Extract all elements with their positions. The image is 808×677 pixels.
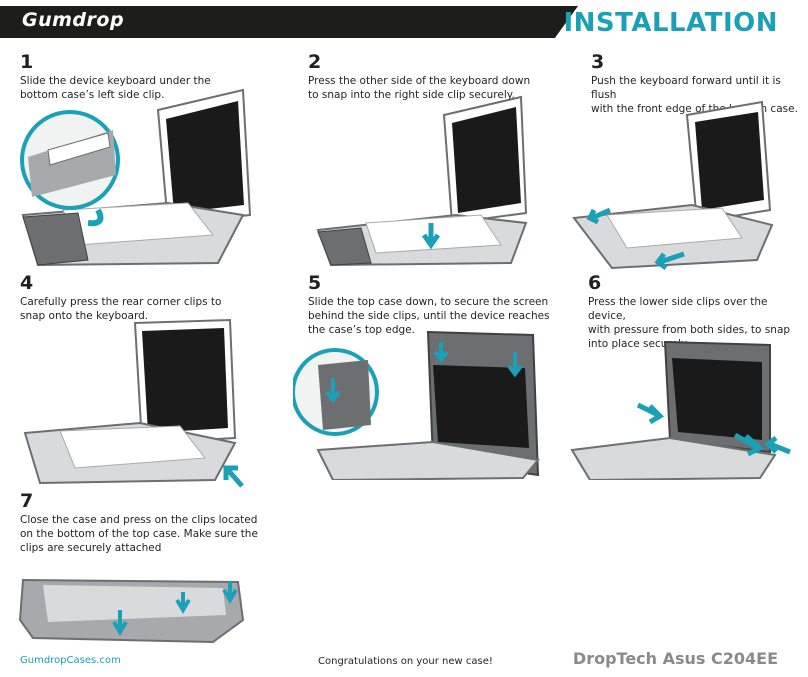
arrow-down-icon [421, 223, 441, 250]
step-instruction: Carefully press the rear corner clips to… [20, 296, 222, 322]
step-number: 2 [308, 51, 322, 73]
laptop-screen [142, 328, 228, 433]
page-title: INSTALLATION [563, 8, 778, 38]
step-4: 4 Carefully press the rear corner clips … [20, 273, 221, 323]
step-2-illustration [316, 95, 528, 267]
zoom-keyboard [47, 132, 111, 166]
arrow-right-icon [636, 402, 665, 425]
step-instruction: Slide the device keyboard under the bott… [20, 75, 211, 101]
step-instruction: Slide the top case down, to secure the s… [308, 296, 550, 336]
arrow-down-icon [433, 342, 449, 364]
laptop-screen [695, 112, 764, 210]
case-clip [317, 227, 372, 266]
laptop-screen [166, 101, 244, 213]
step-number: 6 [588, 272, 602, 294]
case-top [43, 585, 226, 622]
step-7: 7 Close the case and press on the clips … [20, 491, 258, 555]
header-bar [0, 6, 578, 38]
brand-logo: Gumdrop [22, 9, 125, 31]
laptop-base [316, 440, 540, 480]
zoom-case [318, 360, 371, 430]
arrow-left-icon [586, 207, 612, 225]
step-1: 1 Slide the device keyboard under the bo… [20, 52, 211, 102]
step-3-illustration [572, 100, 774, 270]
step-6: 6 Press the lower side clips over the de… [588, 273, 808, 351]
arrow-down-icon [175, 592, 191, 614]
laptop-screen [672, 358, 762, 440]
step-number: 1 [20, 51, 34, 73]
step-number: 3 [591, 51, 605, 73]
step-6-illustration [570, 340, 791, 480]
step-instruction: Press the other side of the keyboard dow… [308, 75, 531, 101]
step-7-illustration [18, 578, 245, 644]
step-number: 7 [20, 490, 34, 512]
arrow-icon [87, 208, 104, 227]
arrow-down-icon [222, 582, 238, 604]
step-1-illustration [20, 88, 252, 267]
arrow-down-icon [112, 610, 128, 636]
step-5: 5 Slide the top case down, to secure the… [308, 273, 550, 337]
step-instruction: Close the case and press on the clips lo… [20, 514, 258, 554]
arrow-up-icon [223, 465, 244, 488]
keyboard [59, 425, 206, 469]
step-number: 5 [308, 272, 322, 294]
arrow-right-icon [733, 432, 765, 457]
arrow-down-icon [507, 352, 523, 378]
laptop-screen [433, 365, 529, 448]
laptop-base [570, 436, 777, 480]
step-2: 2 Press the other side of the keyboard d… [308, 52, 530, 102]
website-link[interactable]: GumdropCases.com [20, 655, 121, 666]
step-instruction: Press the lower side clips over the devi… [588, 296, 791, 350]
step-number: 4 [20, 272, 34, 294]
congrats-message: Congratulations on your new case! [318, 656, 493, 667]
step-4-illustration [23, 318, 244, 488]
laptop-screen [452, 107, 521, 213]
arrow-left-icon [764, 436, 791, 455]
arrow-left-icon [654, 251, 685, 270]
step-5-illustration [293, 330, 540, 480]
arrow-down-icon [325, 378, 341, 404]
keyboard [606, 207, 743, 249]
product-name: DropTech Asus C204EE [572, 649, 778, 668]
case-clip [22, 212, 89, 266]
